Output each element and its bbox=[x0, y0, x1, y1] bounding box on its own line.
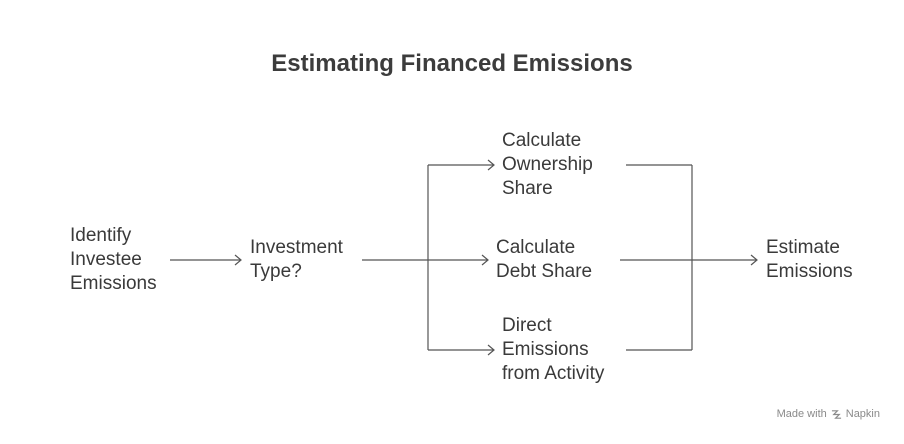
napkin-logo-icon bbox=[831, 409, 841, 419]
node-text-line: Estimate bbox=[766, 237, 840, 258]
arrowhead-branch-to-debt bbox=[481, 254, 489, 266]
arrowhead-branch-to-direct bbox=[487, 344, 495, 356]
node-text-line: Identify bbox=[70, 225, 132, 246]
diagram-title: Estimating Financed Emissions bbox=[271, 50, 633, 77]
node-text-line: Investment bbox=[250, 237, 343, 258]
node-text-line: Type? bbox=[250, 261, 302, 282]
node-estimate-emissions: Estimate Emissions bbox=[766, 236, 853, 284]
napkin-brand-label: Napkin bbox=[845, 408, 880, 420]
node-direct-emissions-from-activity: Direct Emissions from Activity bbox=[502, 314, 604, 386]
node-text-line: Emissions bbox=[766, 261, 853, 282]
node-calculate-debt-share: Calculate Debt Share bbox=[496, 236, 592, 284]
node-text-line: Emissions bbox=[70, 273, 157, 294]
node-calculate-ownership-share: Calculate Ownership Share bbox=[502, 129, 593, 201]
node-text-line: Emissions bbox=[502, 339, 589, 360]
node-text-line: Calculate bbox=[496, 237, 576, 258]
arrowhead-branch-to-ownership bbox=[487, 159, 495, 171]
arrowhead-merge-to-estimate bbox=[750, 254, 758, 266]
made-with-napkin-footer: Made with Napkin bbox=[777, 408, 880, 420]
node-investment-type: Investment Type? bbox=[250, 236, 343, 284]
node-text-line: Debt Share bbox=[496, 261, 593, 282]
node-text-line: from Activity bbox=[502, 363, 605, 384]
node-text-line: Direct bbox=[502, 315, 552, 336]
made-with-label: Made with bbox=[776, 408, 827, 420]
arrowhead-identify-to-type bbox=[234, 254, 242, 266]
node-identify-investee-emissions: Identify Investee Emissions bbox=[70, 224, 157, 296]
node-text-line: Ownership bbox=[502, 154, 593, 175]
node-text-line: Share bbox=[502, 178, 553, 199]
node-text-line: Calculate bbox=[502, 130, 582, 151]
node-text-line: Investee bbox=[70, 249, 142, 270]
